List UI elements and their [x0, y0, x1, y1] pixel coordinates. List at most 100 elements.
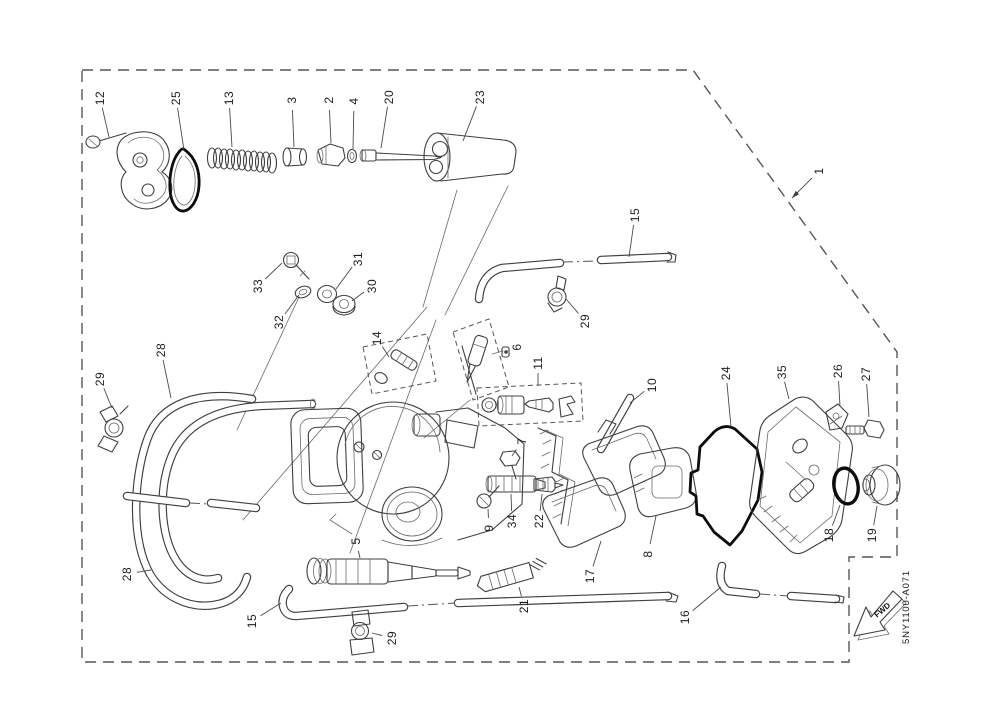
part-32-washer	[294, 285, 312, 299]
part-label-3: 3	[285, 96, 299, 103]
part-label-22: 22	[532, 514, 546, 528]
part-label-24: 24	[719, 366, 733, 380]
part-8-fitting	[629, 447, 697, 518]
part-label-8: 8	[641, 550, 655, 557]
part-31-oring	[316, 284, 338, 304]
part-label-31: 31	[351, 252, 365, 266]
part-label-28: 28	[154, 343, 168, 357]
part-label-34: 34	[505, 514, 519, 528]
part-28-hoses	[122, 392, 317, 610]
leader-line-7	[511, 449, 517, 457]
part-16-hose	[716, 561, 845, 604]
drawing-code: 5NY1100-A071	[901, 570, 912, 644]
part-20-jet-needle	[359, 149, 442, 162]
leader-line-28	[136, 569, 152, 573]
leader-line-15	[628, 224, 635, 258]
part-29-clamp-left	[97, 405, 129, 453]
part-33-screw	[282, 251, 310, 280]
part-27-bolt	[845, 419, 885, 439]
leader-line-24	[726, 382, 732, 428]
part-12-screw	[85, 132, 127, 149]
part-label-32: 32	[272, 315, 286, 329]
part-label-10: 10	[645, 378, 659, 392]
leader-line-29	[565, 298, 579, 314]
leader-line-21	[518, 586, 522, 597]
part-label-27: 27	[859, 367, 873, 381]
part-label-28: 28	[120, 567, 134, 581]
part-label-26: 26	[831, 364, 845, 378]
leader-line-23	[462, 106, 477, 142]
part-label-21: 21	[517, 599, 531, 613]
part-label-9: 9	[482, 524, 496, 531]
part-label-25: 25	[169, 91, 183, 105]
part-26-holder	[825, 403, 849, 431]
leader-line-32	[284, 294, 300, 315]
part-label-19: 19	[865, 528, 879, 542]
leader-line-12	[101, 107, 110, 138]
leader-line-15	[260, 602, 282, 617]
part-15-hose-bottom	[278, 584, 679, 621]
leader-line-4	[352, 110, 355, 150]
part-6-needle-jet-box	[452, 318, 510, 401]
leader-line-33	[264, 262, 283, 280]
leader-line-25	[177, 107, 185, 151]
part-23-throttle-valve	[423, 132, 517, 182]
part-label-33: 33	[251, 279, 265, 293]
part-label-35: 35	[775, 365, 789, 379]
leader-line-13	[229, 107, 233, 148]
leader-line-30	[351, 291, 365, 302]
part-25-gasket	[168, 147, 201, 213]
part-5-starter-set	[306, 557, 471, 585]
part-11-valve-set-box	[476, 382, 584, 427]
part-label-5: 5	[349, 537, 363, 544]
part-2-needle-holder	[316, 143, 346, 167]
leader-line-2	[329, 109, 332, 144]
assembly-boundary-outline	[81, 69, 898, 663]
leader-line-31	[335, 266, 353, 290]
leader-line-34	[510, 493, 513, 512]
part-13-spring	[206, 147, 278, 174]
projection-lines	[236, 185, 509, 554]
part-label-1: 1	[812, 167, 826, 174]
leader-line-17	[592, 540, 602, 567]
part-label-29: 29	[578, 314, 592, 328]
part-29-clamp-top	[547, 275, 567, 313]
leader-line-10	[629, 390, 645, 404]
leader-line-29	[371, 632, 383, 637]
leader-line-35	[784, 381, 790, 400]
part-label-20: 20	[382, 90, 396, 104]
part-34-plunger	[485, 475, 546, 493]
part-14-jet-set-box	[362, 333, 437, 395]
part-label-23: 23	[473, 90, 487, 104]
part-label-2: 2	[322, 96, 336, 103]
part-21-stop-screw	[476, 557, 547, 593]
part-3-spring-seat	[282, 147, 308, 167]
leader-line-29	[103, 388, 113, 409]
leader-line-22	[539, 493, 543, 512]
part-label-30: 30	[365, 279, 379, 293]
part-label-16: 16	[678, 610, 692, 624]
leader-line-8	[649, 515, 657, 545]
part-label-15: 15	[628, 208, 642, 222]
fwd-arrow: FWD	[853, 590, 907, 641]
part-label-11: 11	[531, 356, 545, 369]
part-7-screw	[499, 450, 521, 480]
leader-line-20	[380, 106, 388, 149]
part-22-pilot-screw	[533, 476, 564, 493]
part-label-18: 18	[822, 528, 836, 542]
part-17-floats	[542, 419, 666, 548]
part-24-gasket	[688, 425, 764, 547]
part-label-14: 14	[370, 331, 384, 345]
part-15-hose-top	[474, 251, 677, 304]
part-label-17: 17	[583, 569, 597, 583]
part-label-12: 12	[93, 91, 107, 105]
part-19-plug	[862, 464, 901, 506]
leader-arrowhead	[792, 190, 800, 198]
leader-line-26	[838, 380, 841, 407]
leader-line-6	[504, 350, 508, 353]
part-30-collar	[332, 294, 356, 316]
leader-line-27	[866, 383, 870, 418]
